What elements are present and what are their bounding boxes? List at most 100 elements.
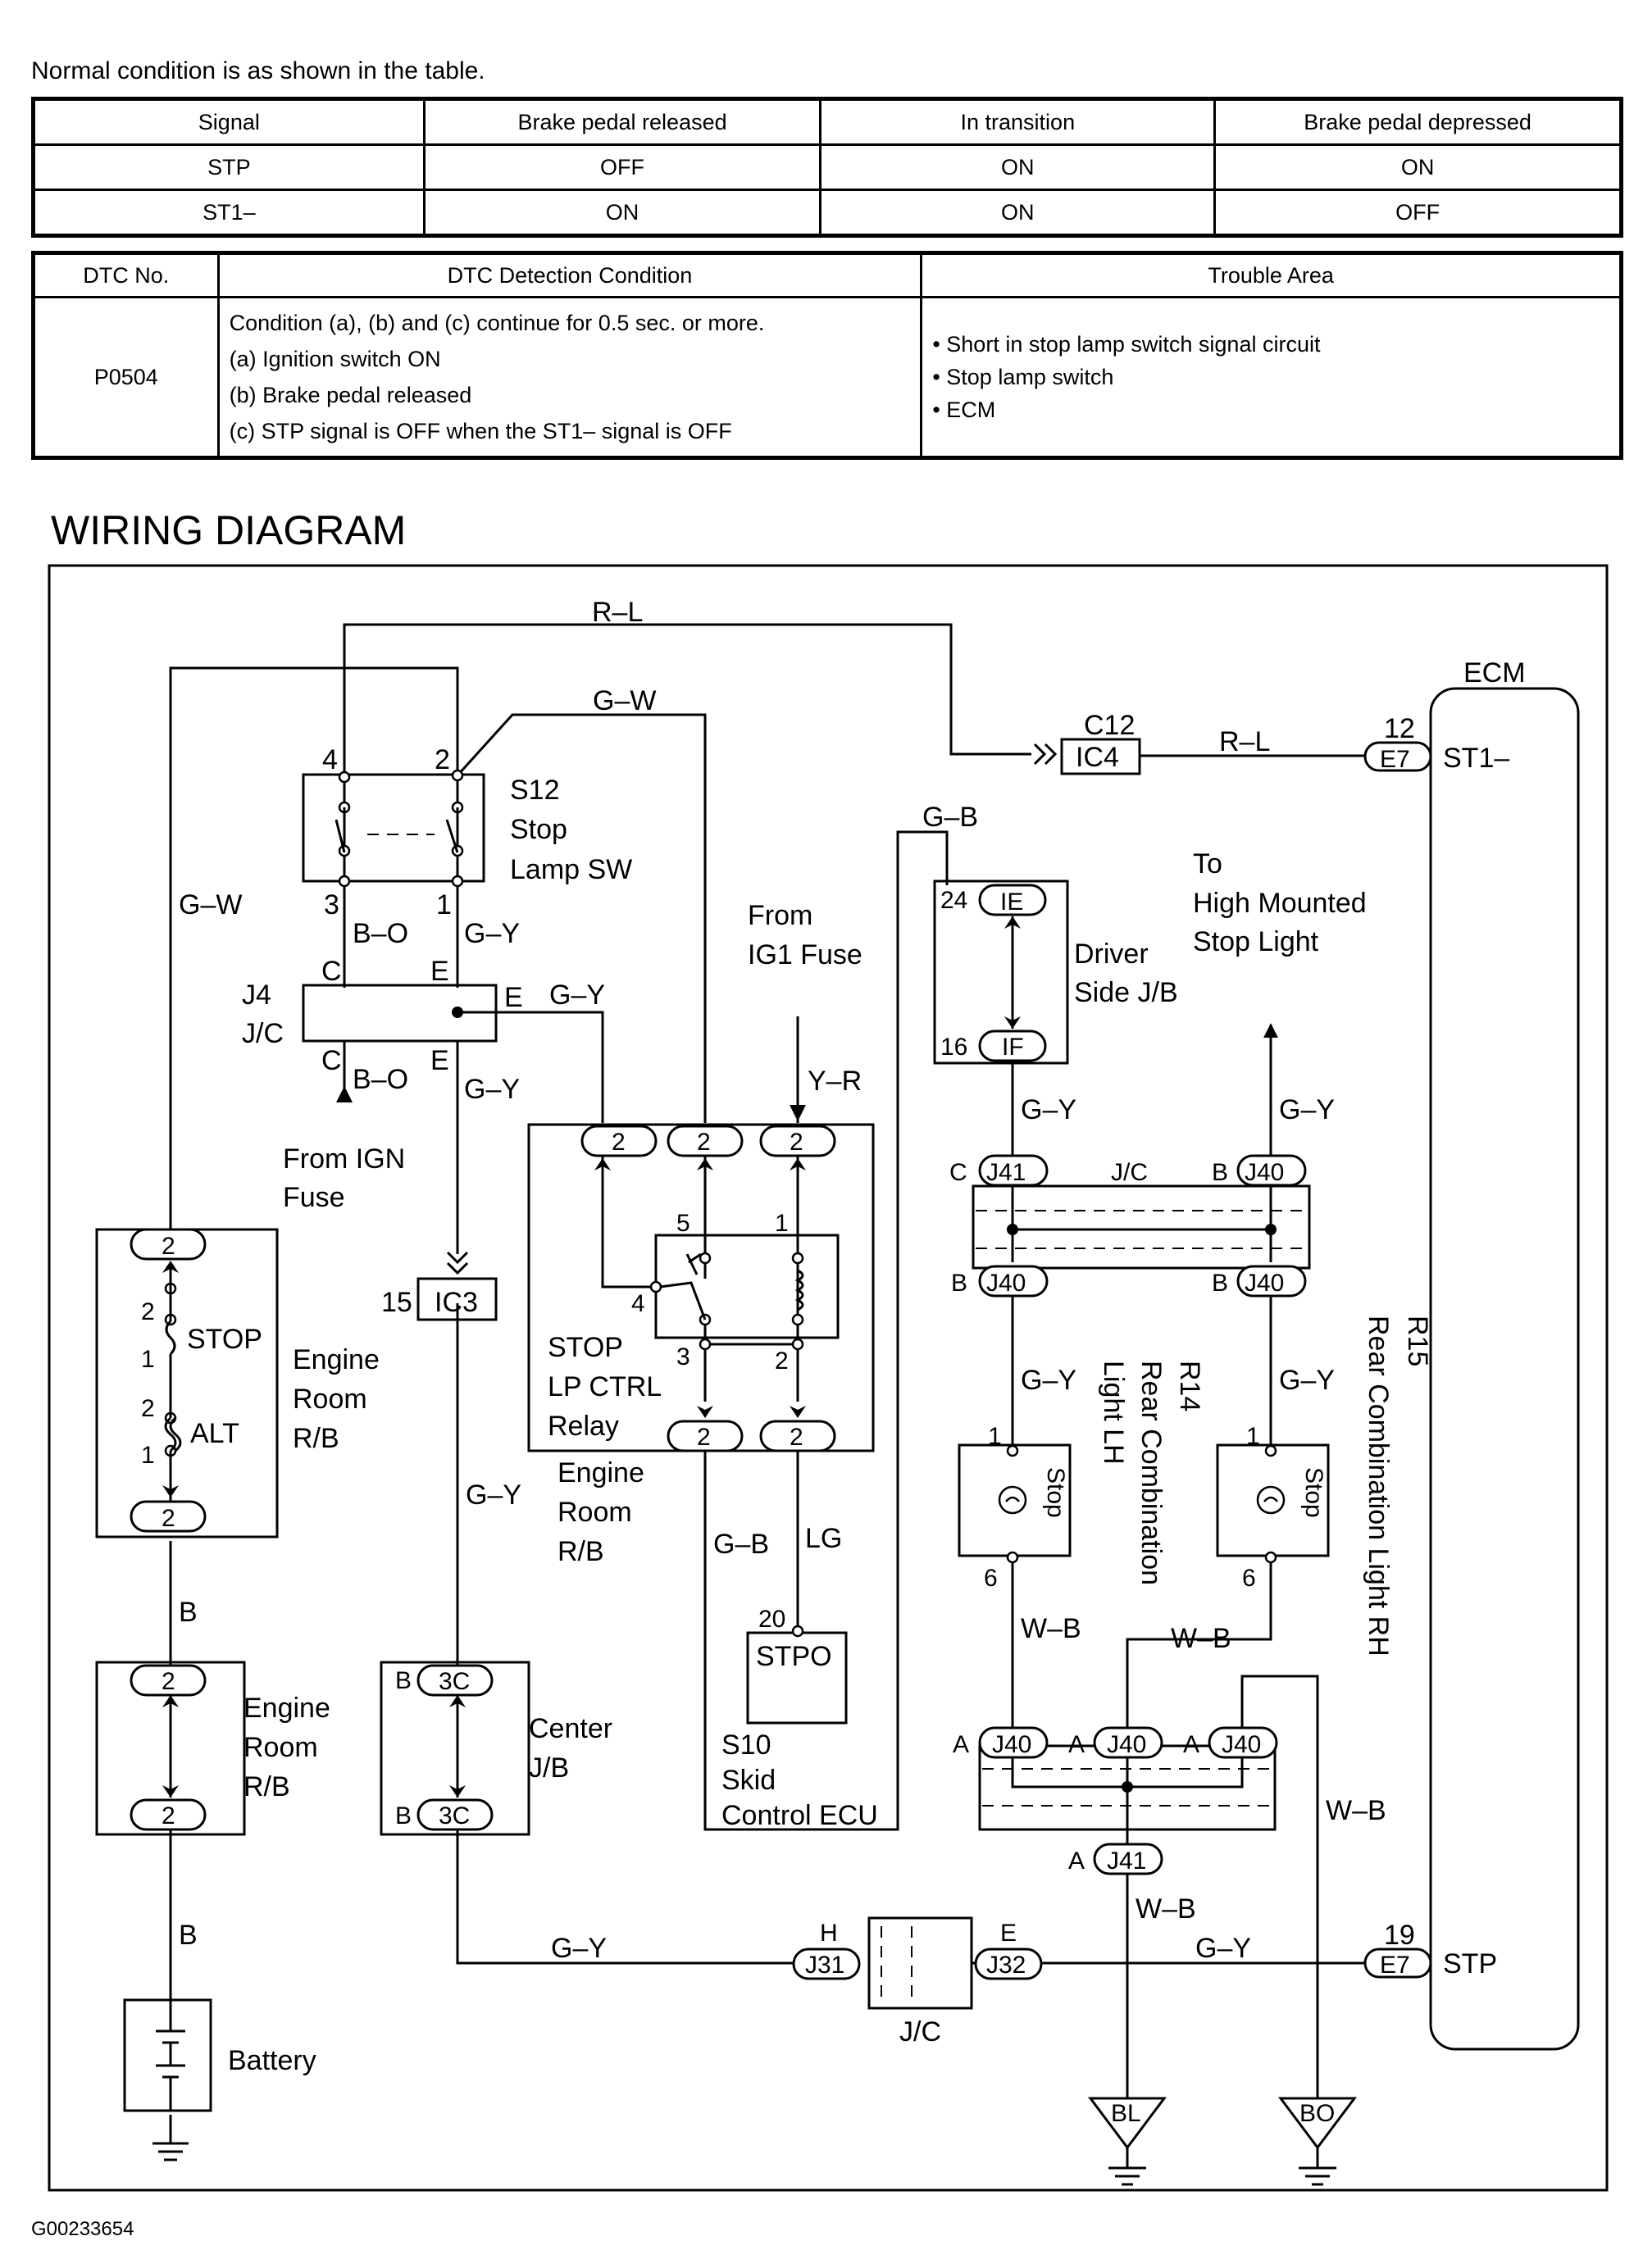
wire-label: R–L (592, 597, 643, 628)
component-name: Stop (510, 814, 567, 845)
pin-number: 4 (322, 744, 338, 775)
wire-label: R–L (1219, 726, 1270, 757)
pin-letter: B (395, 1802, 412, 1829)
connector (974, 1948, 1043, 1980)
table-cell: OFF (422, 143, 822, 191)
connector-pin: 2 (697, 1129, 711, 1156)
component-id: J4 (242, 979, 271, 1011)
connector (759, 1420, 836, 1452)
connector-code: IC4 (1076, 742, 1119, 773)
connector-code: J41 (1107, 1848, 1146, 1875)
connector (667, 1125, 744, 1157)
wire-label: G–Y (466, 1479, 521, 1511)
connector (978, 1726, 1049, 1759)
j4-box (302, 984, 498, 1043)
component-name: J/C (242, 1018, 284, 1049)
from-ig1-label: IG1 Fuse (748, 939, 862, 970)
pin-number: 1 (1246, 1423, 1260, 1450)
component-name: Lamp SW (510, 854, 632, 885)
hm-label: To (1193, 848, 1222, 879)
connector (130, 1500, 207, 1533)
ic4-chevron (1033, 743, 1058, 766)
ic3-box (416, 1277, 498, 1321)
wire-gw-top (456, 713, 707, 1123)
pin-number: 6 (984, 1565, 998, 1592)
component-name: Skid (721, 1765, 776, 1796)
pin-number: 5 (676, 1210, 690, 1237)
pin-number: 4 (631, 1290, 645, 1317)
connector-code: E7 (1380, 1952, 1410, 1979)
component-name: Rear Combination (1136, 1361, 1167, 1585)
table-header-cell: In transition (819, 98, 1217, 146)
trouble-areas: • Short in stop lamp switch signal circu… (920, 296, 1623, 459)
connector-code: J40 (1245, 1159, 1284, 1186)
condition-line: (b) Brake pedal released (229, 383, 472, 407)
figure-id: G00233654 (31, 2218, 134, 2240)
condition-line: Condition (a), (b) and (c) continue for … (229, 311, 765, 335)
connector (416, 1664, 494, 1697)
connector (1093, 1726, 1163, 1759)
component-name: R/B (558, 1536, 604, 1567)
connector-code: J40 (1107, 1731, 1146, 1758)
pin-letter: C (949, 1159, 967, 1186)
component-name: Light LH (1098, 1361, 1129, 1465)
table-cell: ST1– (32, 189, 426, 237)
from-ign-label: Fuse (283, 1182, 345, 1213)
cjb-box (380, 1661, 530, 1836)
battery-box (123, 1998, 212, 2112)
component-name: Engine (293, 1344, 380, 1375)
table-header-cell: DTC Detection Condition (216, 252, 923, 298)
pin-number: 2 (141, 1395, 155, 1422)
condition-line: (c) STP signal is OFF when the ST1– sign… (229, 419, 732, 443)
connector-code: J40 (1245, 1270, 1284, 1297)
rb1-box (95, 1228, 279, 1539)
connector-code: STPO (756, 1641, 832, 1672)
pin-number: 20 (758, 1606, 785, 1633)
pin-number: 3 (324, 889, 339, 920)
wire-label: G–Y (464, 918, 520, 949)
component-name: J/C (899, 2016, 941, 2048)
table-cell: OFF (1213, 189, 1623, 237)
pin-letter: A (1068, 1731, 1085, 1758)
connector (580, 1125, 658, 1157)
table-header-cell: Brake pedal depressed (1213, 98, 1623, 146)
hm-label: Stop Light (1193, 926, 1319, 957)
connector (130, 1798, 207, 1831)
ecm-stp-label: STP (1443, 1948, 1497, 1979)
pin-number: 24 (940, 887, 967, 914)
fuse-stop (165, 1320, 176, 1356)
component-name: Room (243, 1732, 318, 1763)
connector-pin: 2 (162, 1505, 175, 1532)
wire-rh-wb (1126, 1557, 1272, 1728)
ground-label: BO (1299, 2100, 1335, 2127)
fuse-label: STOP (187, 1324, 262, 1355)
ecm-label: ECM (1463, 657, 1526, 689)
connector (978, 1154, 1049, 1187)
component-name: Rear Combination Light RH (1363, 1316, 1394, 1657)
table-header-cell: Signal (32, 98, 426, 146)
from-ig1-label: From (748, 900, 812, 931)
component-name: Control ECU (721, 1800, 878, 1831)
diagram-frame (48, 564, 1609, 2192)
dtc-code: P0504 (32, 296, 220, 459)
pin-number: 3 (676, 1343, 690, 1370)
pin-letter: C (321, 1045, 342, 1076)
pin-letter: B (395, 1667, 412, 1694)
connector-code: J31 (805, 1952, 844, 1979)
pin-letter: H (820, 1920, 838, 1947)
table-row: P0504 Condition (a), (b) and (c) continu… (32, 296, 1623, 459)
wire-gw-left (169, 666, 459, 1234)
connector-code: IE (1000, 889, 1023, 916)
wire-label: G–Y (1279, 1094, 1335, 1125)
connector (1236, 1265, 1307, 1298)
hm-label: High Mounted (1193, 888, 1367, 919)
pin-number: 1 (141, 1346, 155, 1373)
lamp-symbols (998, 1485, 1286, 1515)
component-name: Engine (558, 1457, 644, 1489)
connector-pin: 3C (439, 1802, 470, 1829)
wire-rl (343, 623, 1031, 777)
wire-label: G–Y (551, 1933, 607, 1964)
pin-number: 2 (435, 744, 450, 775)
pin-letter: B (1212, 1159, 1228, 1186)
fuse-alt (164, 1416, 182, 1452)
